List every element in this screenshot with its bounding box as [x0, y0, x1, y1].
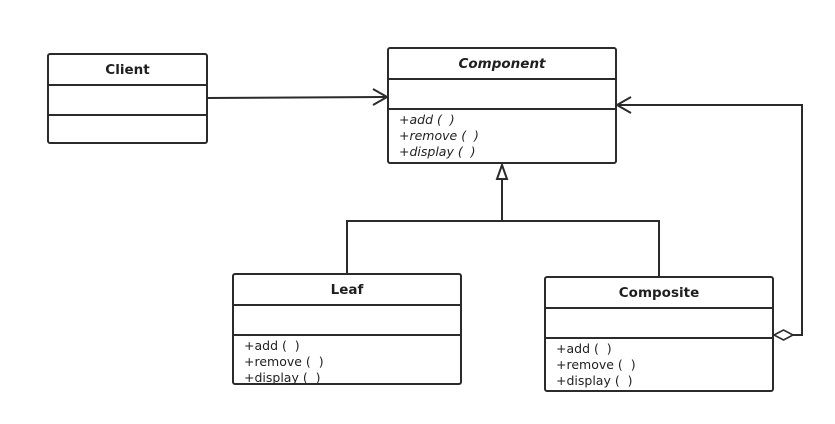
component-operation-display: +display ( )	[399, 144, 476, 159]
composite-attributes-section	[546, 309, 772, 339]
component-operations-section: +add ( ) +remove ( ) +display ( )	[389, 110, 615, 160]
component-operation-add: +add ( )	[399, 112, 455, 127]
client-operations-section	[49, 116, 206, 142]
composite-generalization-line	[502, 220, 660, 277]
aggregation-diamond-icon	[772, 329, 795, 341]
component-operation-remove: +remove ( )	[399, 128, 479, 143]
client-association-line	[206, 96, 388, 99]
composite-operation-display: +display ( )	[556, 373, 633, 388]
component-class-box[interactable]: Component +add ( ) +remove ( ) +display …	[387, 47, 617, 164]
leaf-generalization-line	[346, 220, 502, 274]
aggregation-arrowhead-icon	[614, 96, 632, 114]
composite-operation-remove: +remove ( )	[556, 357, 636, 372]
composite-class-box[interactable]: Composite +add ( ) +remove ( ) +display …	[544, 276, 774, 392]
composite-class-name: Composite	[546, 278, 772, 309]
leaf-attributes-section	[234, 306, 460, 336]
leaf-operation-add: +add ( )	[244, 338, 300, 353]
client-class-box[interactable]: Client	[47, 53, 208, 144]
client-attributes-section	[49, 86, 206, 116]
client-class-name: Client	[49, 55, 206, 86]
generalization-triangle-icon	[495, 162, 509, 180]
component-attributes-section	[389, 80, 615, 110]
composite-operations-section: +add ( ) +remove ( ) +display ( )	[546, 339, 772, 389]
leaf-operations-section: +add ( ) +remove ( ) +display ( )	[234, 336, 460, 386]
leaf-operation-display: +display ( )	[244, 370, 321, 385]
leaf-class-name: Leaf	[234, 275, 460, 306]
aggregation-line	[617, 104, 803, 336]
composite-operation-add: +add ( )	[556, 341, 612, 356]
leaf-operation-remove: +remove ( )	[244, 354, 324, 369]
component-class-name: Component	[389, 49, 615, 80]
leaf-class-box[interactable]: Leaf +add ( ) +remove ( ) +display ( )	[232, 273, 462, 385]
